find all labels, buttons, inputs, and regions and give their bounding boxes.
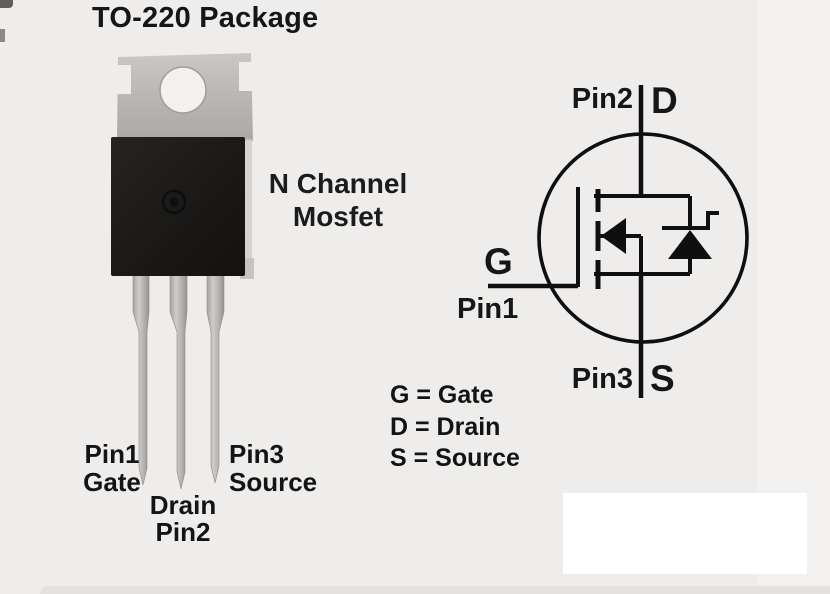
molding-mark-dot [169,197,179,207]
callout-pin1-name: Gate [83,467,141,497]
legend-source: S = Source [390,444,520,472]
leg-gate [132,272,150,486]
schematic-label-g: G [484,241,513,282]
callout-pin3-source: Pin3 Source [229,440,349,496]
schematic-label-s: S [650,358,675,399]
to220-package-graphic [108,53,258,490]
callout-pin2-drain: Drain Pin2 [133,492,233,546]
plastic-body [111,137,245,276]
callout-pin2-number: Pin2 [155,517,211,547]
page-title: TO-220 Package [92,2,319,34]
callout-pin2-name: Drain [149,490,217,520]
schematic-label-pin3: Pin3 [571,363,633,395]
callout-pin3-number: Pin3 [229,439,284,469]
leg-drain [169,272,188,490]
tab-edge-sliver [244,139,252,279]
white-cover-box [563,493,807,574]
callout-pin1-gate: Pin1 Gate [63,440,161,496]
legend-drain: D = Drain [390,412,501,441]
metal-tab [108,53,258,141]
schematic-label-pin1: Pin1 [457,293,519,325]
schematic-label-pin2: Pin2 [571,83,633,115]
diode-triangle [668,230,712,259]
leg-source [206,272,225,484]
bottom-strip [40,586,830,594]
mosfet-schematic-symbol [488,85,749,398]
edge-artifact-top-left [0,0,13,8]
body-arrow [601,218,626,254]
legend: G = Gate D = Drain S = Source [390,380,520,475]
package-type-line1: N Channel [268,168,408,199]
callout-pin3-name: Source [229,467,318,497]
package-legs [132,272,225,490]
package-type-line2: Mosfet [292,201,384,232]
tab-notch-left [108,65,131,94]
legend-gate: G = Gate [390,381,494,409]
schematic-label-d: D [651,80,678,121]
mounting-hole [159,66,207,114]
package-type-label: N Channel Mosfet [258,167,418,233]
edge-artifact-left [0,29,5,42]
diode-cathode-bar [662,211,719,230]
tab-notch-right [239,62,258,91]
callout-pin1-number: Pin1 [84,439,140,469]
molding-mark [161,189,187,215]
